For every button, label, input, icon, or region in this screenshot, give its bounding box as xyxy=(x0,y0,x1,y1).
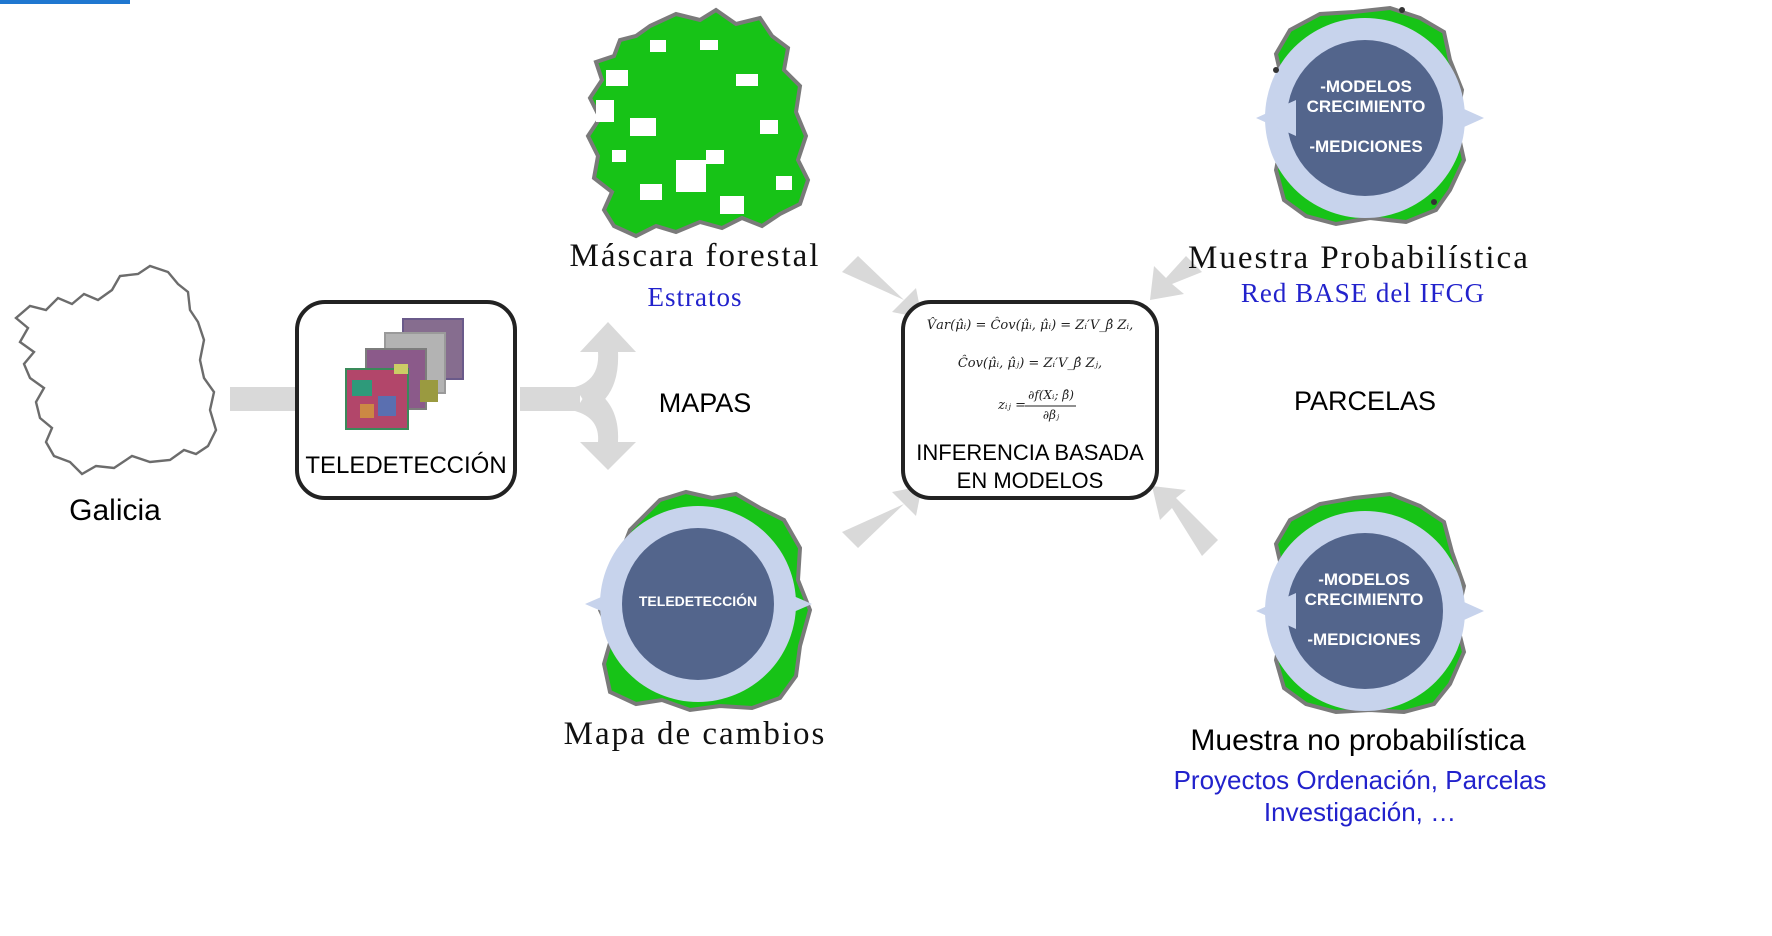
prob-cycle-line3: -MEDICIONES xyxy=(1309,137,1423,156)
probabilistic-sample-subtitle: Red BASE del IFCG xyxy=(1240,278,1486,308)
forest-mask-map xyxy=(585,7,811,239)
nonprobabilistic-sample-subtitle-line2: Investigación, … xyxy=(1263,797,1457,827)
nonprobabilistic-sample-title: Muestra no probabilística xyxy=(1190,724,1526,757)
arrow-prob-to-center xyxy=(1150,256,1202,300)
probabilistic-sample-title: Muestra Probabilística xyxy=(1188,240,1530,276)
nonprob-cycle-line3: -MEDICIONES xyxy=(1307,630,1421,649)
inference-label-line2: EN MODELOS xyxy=(956,468,1104,493)
formula-line-3-denominator: ∂βⱼ xyxy=(1042,408,1060,422)
plots-section-label: PARCELAS xyxy=(1293,386,1437,416)
nonprobabilistic-sample-subtitle-line1: Proyectos Ordenación, Parcelas xyxy=(1173,765,1547,795)
prob-cycle-line1: -MODELOS xyxy=(1320,77,1412,96)
top-accent-bar xyxy=(0,0,130,4)
arrow-galicia-to-box xyxy=(230,387,300,411)
formula-line-3-lhs: zᵢⱼ = xyxy=(998,398,1026,413)
flow-arrows xyxy=(230,256,1218,556)
arrow-nonprob-to-center xyxy=(1152,486,1218,556)
forest-mask-title: Máscara forestal xyxy=(569,238,821,274)
arrow-box-stem xyxy=(520,387,580,411)
inference-box-frame xyxy=(901,300,1159,500)
probabilistic-sample-graphic xyxy=(1256,5,1484,227)
maps-section-label: MAPAS xyxy=(658,388,752,418)
galicia-label: Galicia xyxy=(69,494,161,527)
change-map-cycle-label: TELEDETECCIÓN xyxy=(638,593,758,609)
arrow-mask-to-center xyxy=(842,256,922,318)
nonprob-cycle-line1: -MODELOS xyxy=(1318,570,1410,589)
nonprobabilistic-sample-graphic xyxy=(1256,491,1484,715)
arrow-change-to-center xyxy=(842,486,922,548)
change-map-graphic xyxy=(585,489,813,713)
remote-sensing-box-label: TELEDETECCIÓN xyxy=(305,452,507,479)
formula-line-1: V̂ar(μ̂ᵢ) = Ĉov(μ̂ᵢ, μ̂ᵢ) = Zᵢ′V_β̂ Zᵢ, xyxy=(926,318,1134,333)
nonprob-cycle-line2: CRECIMIENTO xyxy=(1304,590,1424,609)
formula-line-3-numerator: ∂f(Xᵢ; β̂) xyxy=(1028,388,1074,402)
change-map-title: Mapa de cambios xyxy=(563,716,827,752)
satellite-images-icon xyxy=(345,318,464,430)
formula-line-2: Ĉov(μ̂ᵢ, μ̂ⱼ) = Zᵢ′V_β̂ Zⱼ, xyxy=(957,356,1103,371)
inference-label-line1: INFERENCIA BASADA xyxy=(916,440,1144,465)
arrow-fork-down xyxy=(575,387,636,470)
prob-cycle-line2: CRECIMIENTO xyxy=(1306,97,1426,116)
galicia-outline-map xyxy=(14,264,218,476)
forest-mask-subtitle: Estratos xyxy=(647,282,743,312)
